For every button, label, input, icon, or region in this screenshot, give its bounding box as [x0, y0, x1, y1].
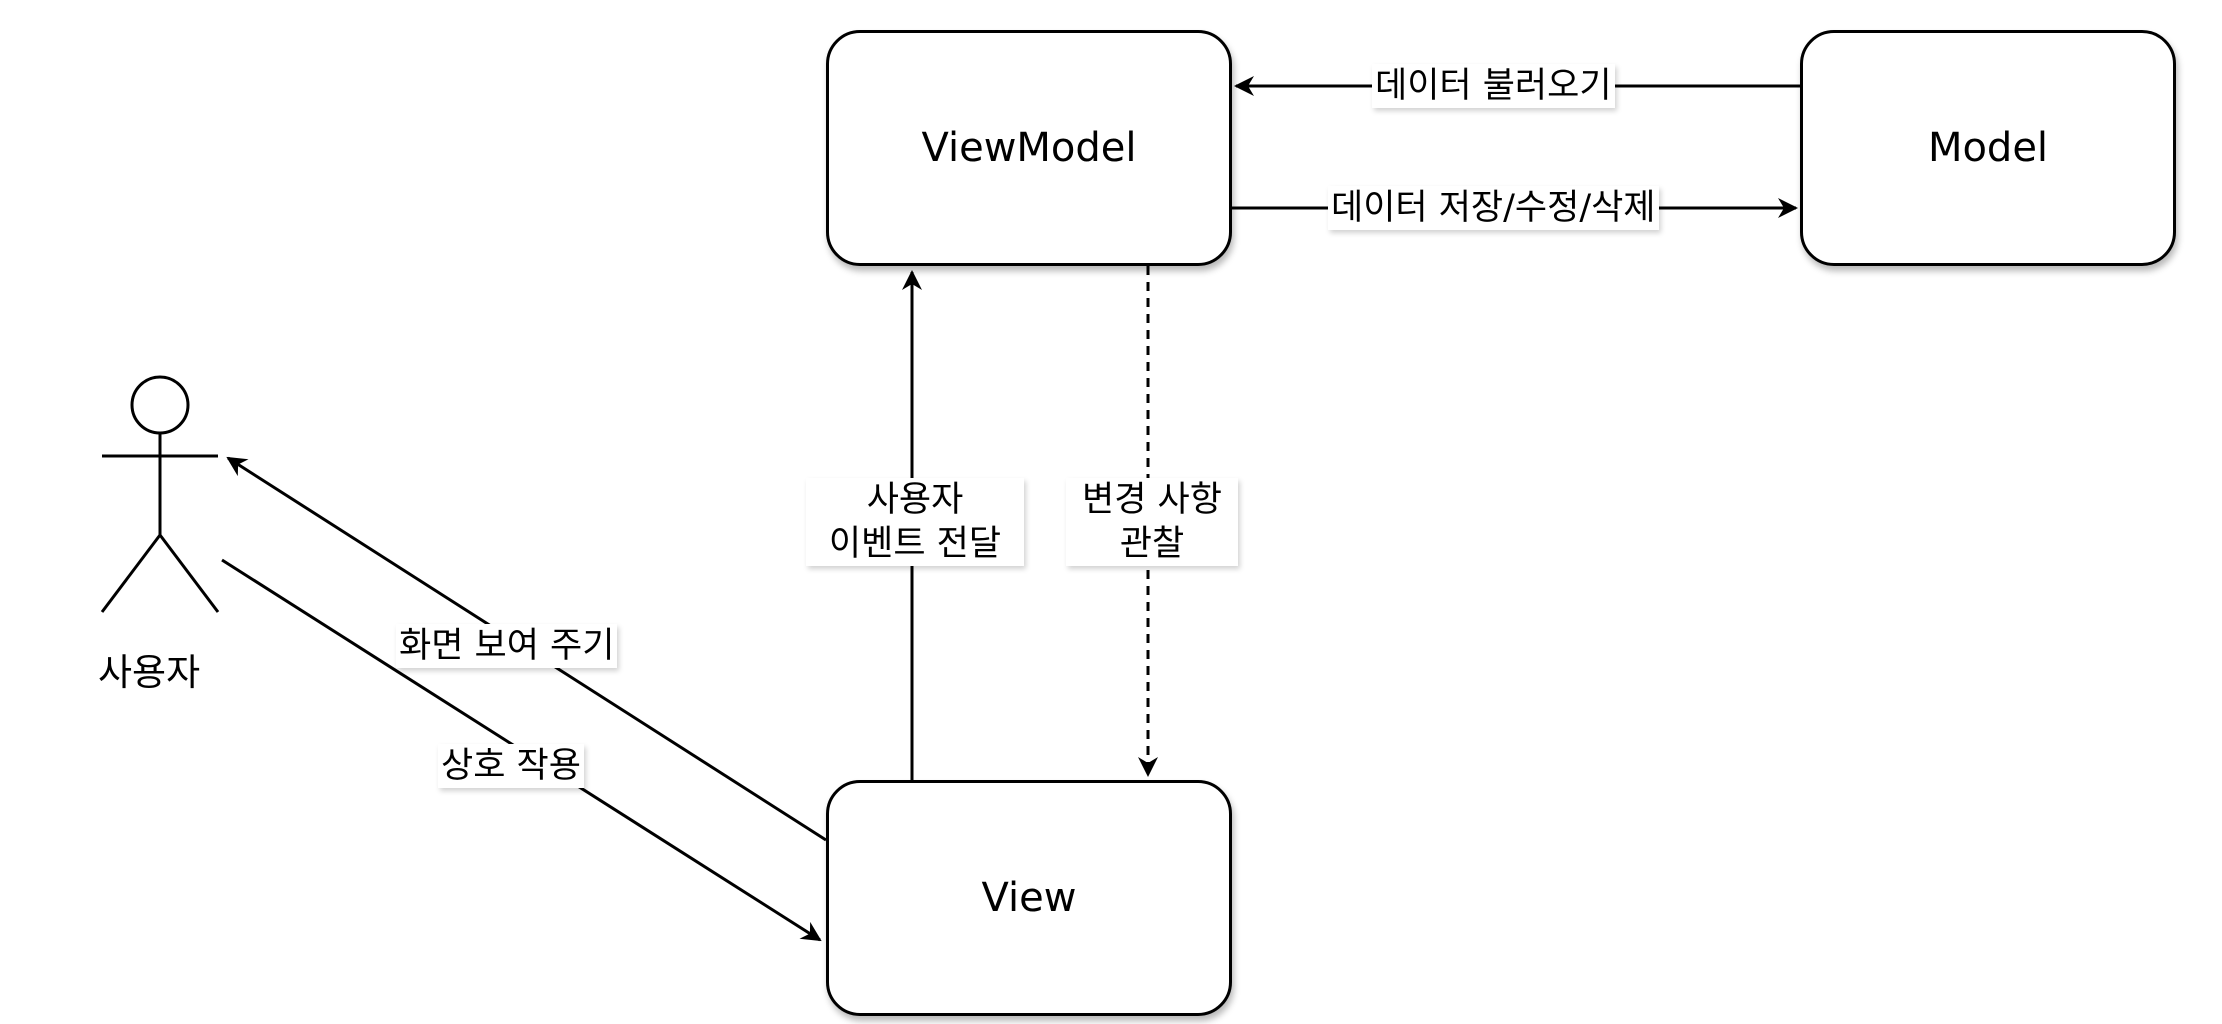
show-screen-label: 화면 보여 주기	[396, 624, 618, 668]
observe-label-line1: 변경 사항	[1082, 480, 1222, 520]
model-node: Model	[1800, 30, 2176, 266]
user-event-label-line2: 이벤트 전달	[828, 524, 1002, 564]
save-data-label: 데이터 저장/수정/삭제	[1328, 186, 1659, 230]
observe-label-line2: 관찰	[1119, 524, 1185, 564]
user-actor-label: 사용자	[98, 651, 201, 694]
load-data-label: 데이터 불러오기	[1372, 64, 1615, 108]
user-actor-icon	[100, 375, 220, 613]
viewmodel-node: ViewModel	[826, 30, 1232, 266]
interaction-label: 상호 작용	[438, 744, 584, 788]
view-node: View	[826, 780, 1232, 1016]
user-event-label: 사용자 이벤트 전달	[806, 478, 1024, 566]
user-event-label-line1: 사용자	[866, 480, 964, 520]
observe-label: 변경 사항 관찰	[1066, 478, 1238, 566]
